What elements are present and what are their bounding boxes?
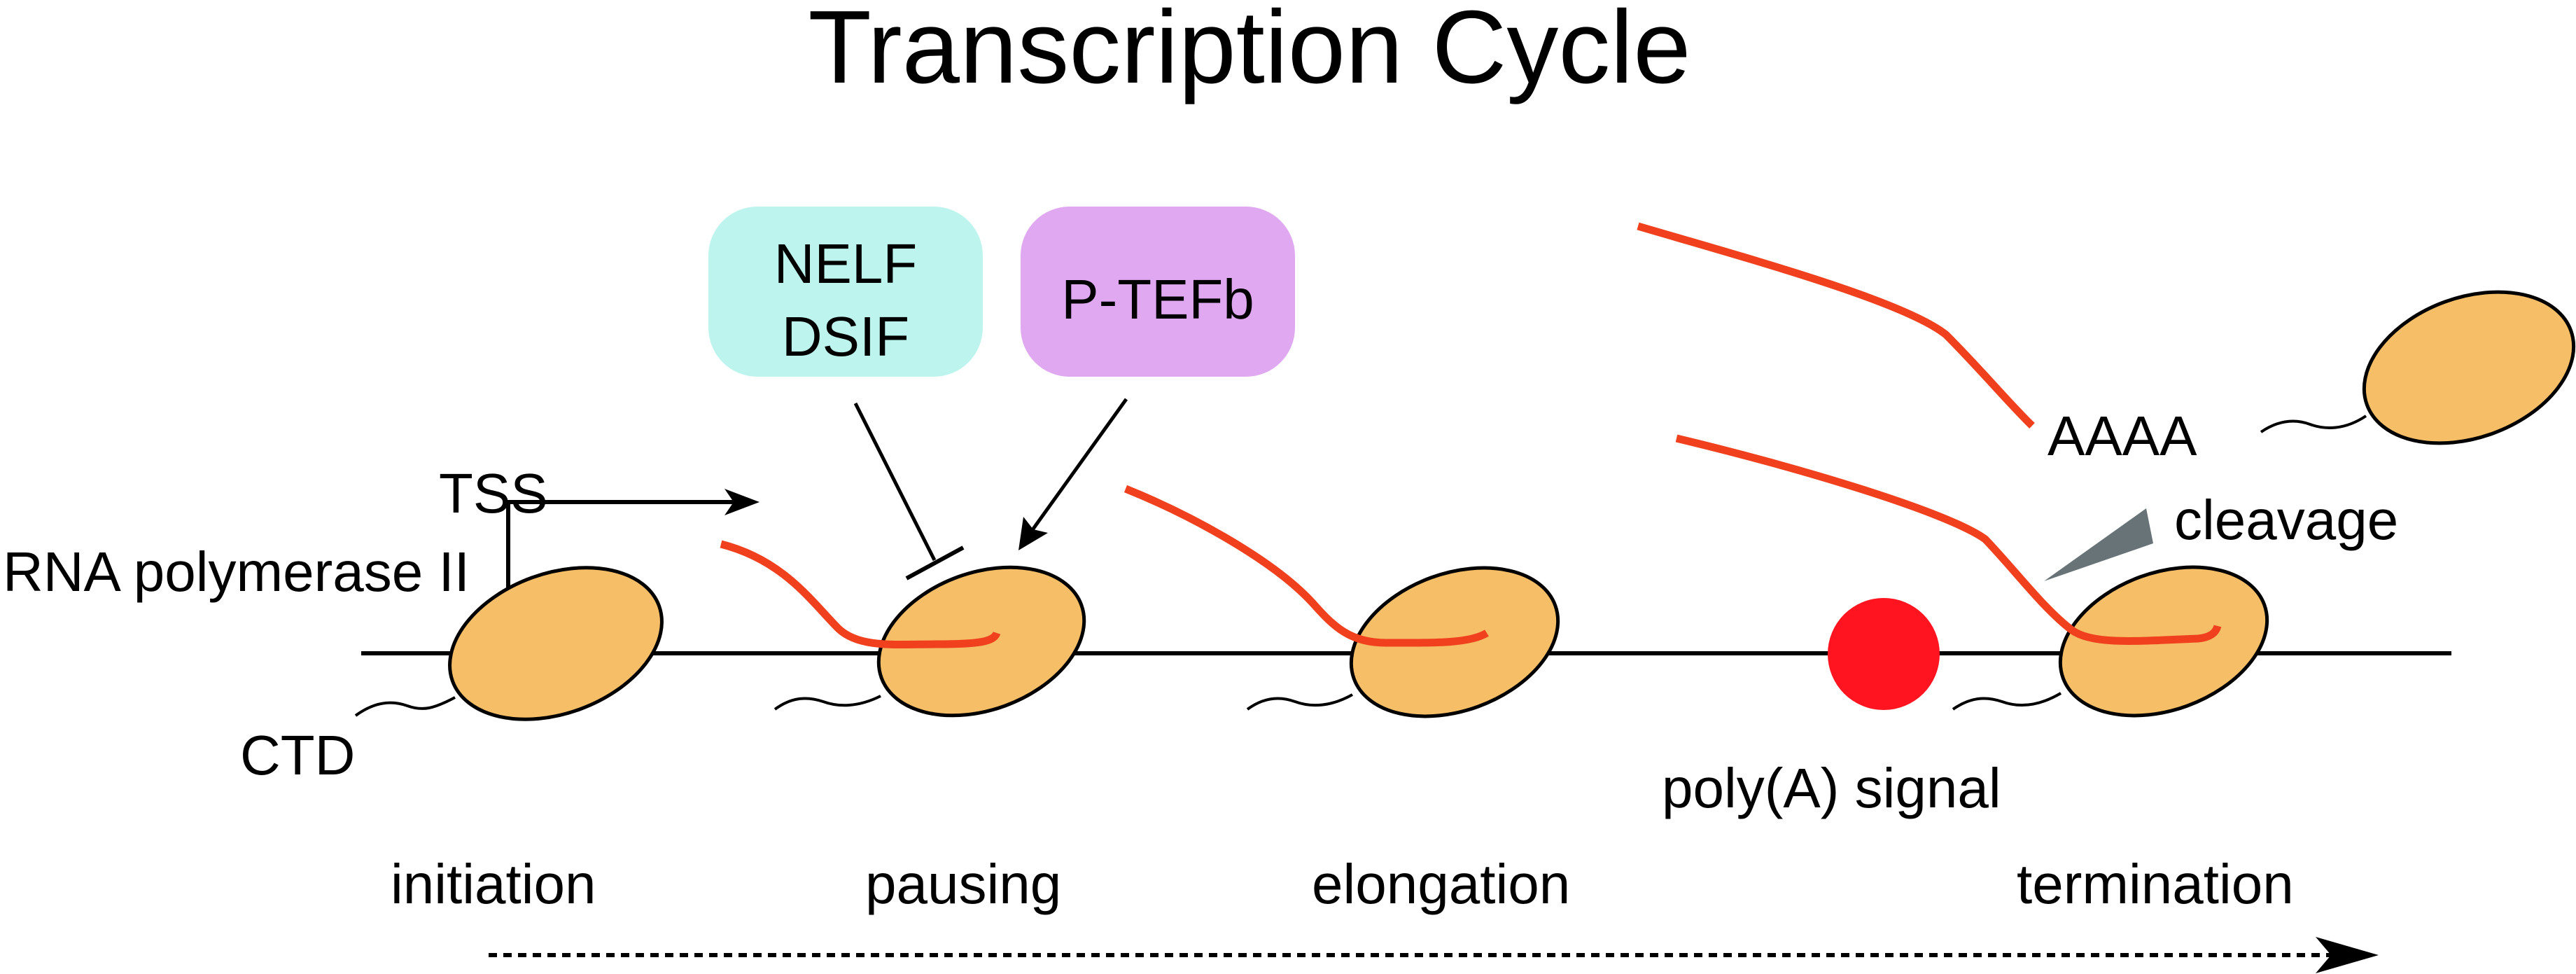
ctd-label: CTD bbox=[240, 724, 355, 786]
pol2-initiation bbox=[354, 566, 664, 721]
rna-polymerase-label: RNA polymerase II bbox=[3, 541, 470, 603]
nascent-rna bbox=[1124, 485, 1489, 647]
ctd-tail bbox=[1246, 693, 1353, 711]
rna-polymerase-ii bbox=[448, 566, 664, 721]
pol2-termination bbox=[1675, 434, 2269, 718]
pol2-elongation bbox=[1124, 485, 1560, 718]
nelf-dsif-box: NELF DSIF bbox=[708, 207, 983, 377]
poly-a-signal-dot bbox=[1828, 598, 1940, 710]
activation-arrow bbox=[1018, 398, 1128, 550]
progression-arrow bbox=[489, 937, 2379, 973]
poly-a-tail-label: AAAA bbox=[2047, 405, 2197, 467]
stage-elongation: elongation bbox=[1312, 853, 1570, 915]
nascent-rna bbox=[1675, 434, 2222, 645]
nascent-rna bbox=[720, 540, 1001, 649]
pol2-pausing bbox=[720, 540, 1086, 718]
ctd-tail bbox=[774, 695, 881, 711]
rna-polymerase-ii bbox=[2362, 290, 2576, 445]
stage-initiation: initiation bbox=[391, 853, 596, 915]
tss-label: TSS bbox=[439, 462, 548, 524]
ptefb-label: P-TEFb bbox=[1061, 268, 1254, 331]
dsif-label: DSIF bbox=[782, 305, 909, 368]
ctd-tail bbox=[2260, 415, 2367, 433]
cleavage-wedge bbox=[2044, 508, 2153, 581]
diagram-title: Transcription Cycle bbox=[808, 0, 1690, 105]
stage-termination: termination bbox=[2017, 853, 2294, 915]
inhibition-line bbox=[853, 402, 965, 580]
poly-a-signal-label: poly(A) signal bbox=[1662, 757, 2001, 819]
pol2-released bbox=[2260, 290, 2576, 445]
released-mrna bbox=[1637, 222, 2035, 429]
stage-pausing: pausing bbox=[865, 853, 1061, 915]
cleavage-label: cleavage bbox=[2174, 489, 2398, 551]
tss-arrow bbox=[506, 489, 760, 592]
ctd-tail bbox=[354, 696, 456, 717]
nelf-label: NELF bbox=[774, 232, 918, 295]
ctd-tail bbox=[1952, 692, 2062, 711]
ptefb-box: P-TEFb bbox=[1021, 207, 1295, 377]
